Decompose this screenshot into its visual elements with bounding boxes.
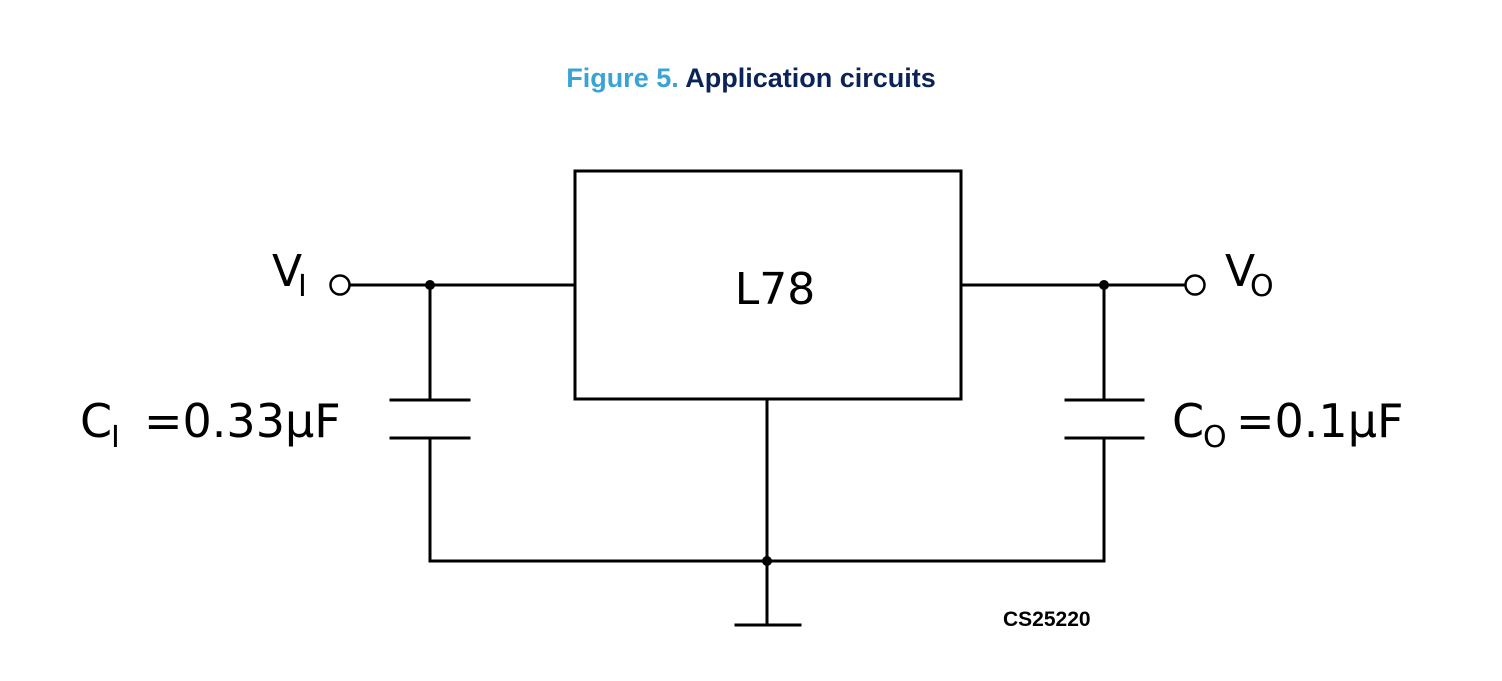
output-capacitor-value: =0.1μF: [1236, 394, 1403, 448]
input-capacitor-symbol: C: [80, 394, 112, 448]
figure-caption: Application circuits: [685, 63, 936, 93]
figure-title: Figure 5. Application circuits: [0, 58, 1502, 98]
output-voltage-symbol: V: [1225, 246, 1255, 297]
drawing-code: CS25220: [1003, 608, 1091, 631]
ground-junction-node: [762, 556, 772, 566]
output-terminal: [1184, 274, 1206, 296]
figure-number: Figure 5.: [566, 63, 679, 93]
input-capacitor-subscript: I: [111, 420, 120, 455]
output-capacitor-symbol: C: [1172, 394, 1204, 448]
input-voltage-symbol: V: [272, 246, 302, 297]
input-voltage-subscript: I: [298, 269, 307, 304]
output-voltage-subscript: O: [1250, 269, 1274, 304]
input-terminal: [329, 274, 351, 296]
output-capacitor-subscript: O: [1203, 420, 1227, 455]
regulator-label: L78: [735, 264, 816, 315]
input-capacitor-value: =0.33μF: [144, 394, 341, 448]
